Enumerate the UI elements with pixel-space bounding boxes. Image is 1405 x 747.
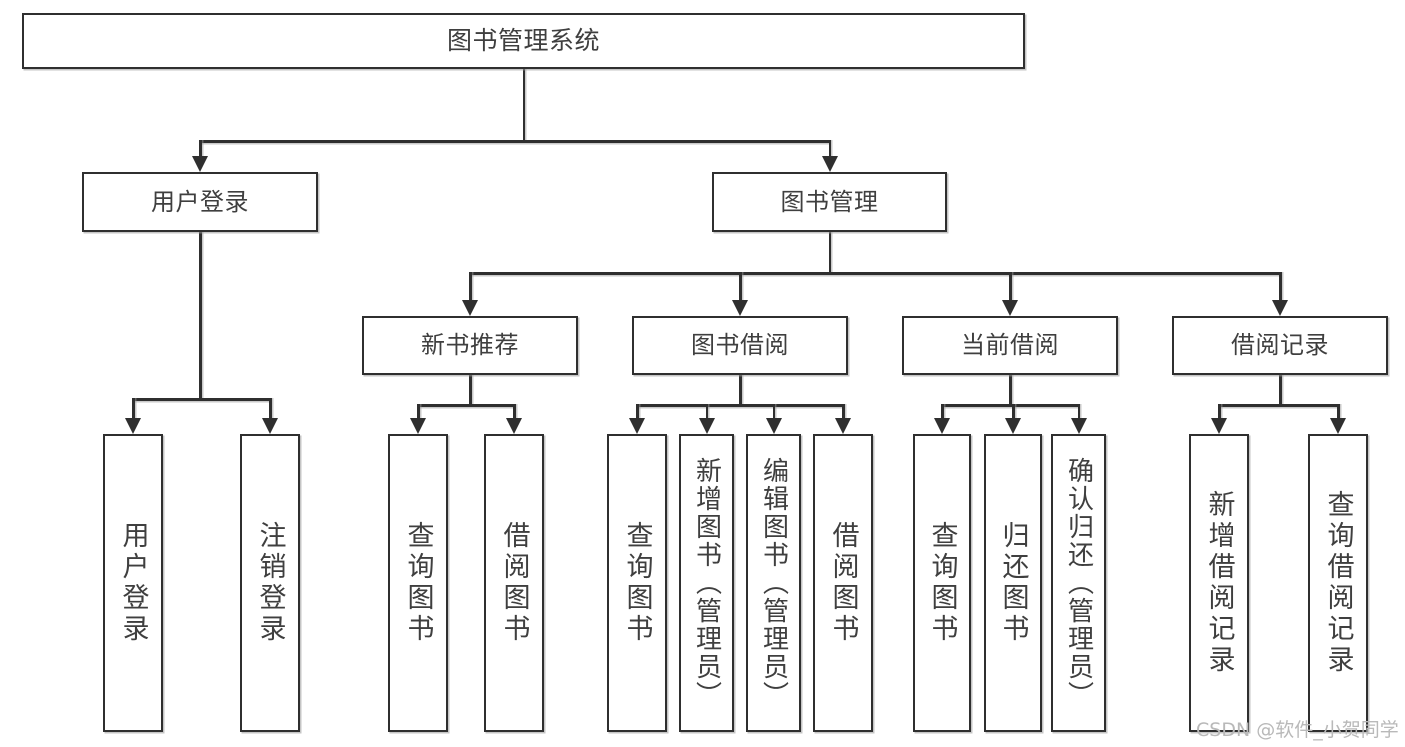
node-leaf-用户登录-0: 用户登录: [103, 434, 163, 732]
arrow-to-新书推荐: [462, 300, 478, 316]
arrow-to-查询图书-4: [629, 418, 645, 434]
connector-leaf-drop-0-1: [269, 398, 272, 418]
connector-leaf-drop-3-0: [941, 404, 944, 418]
connector-group-bus-1: [418, 404, 514, 407]
node-label: 查询借阅记录: [1322, 490, 1354, 676]
arrow-to-当前借阅: [1002, 300, 1018, 316]
arrow-to-查询图书-8: [934, 418, 950, 434]
node-level3-当前借阅-2: 当前借阅: [902, 316, 1118, 375]
arrow-to-编辑图书管理员-6: [765, 418, 782, 434]
node-level2-用户登录-0: 用户登录: [82, 172, 318, 232]
arrow-to-图书管理: [821, 156, 838, 172]
connector-group-bus-4: [1219, 404, 1338, 407]
node-level3-图书借阅-1: 图书借阅: [632, 316, 848, 375]
connector-mgmt-drop-0: [469, 272, 472, 300]
arrow-to-借阅记录: [1272, 300, 1288, 316]
arrow-to-借阅图书-7: [835, 418, 851, 434]
connector-leaf-drop-0-0: [132, 398, 135, 418]
node-label: 图书借阅: [691, 331, 789, 360]
node-label: 借阅图书: [827, 521, 859, 645]
connector-group-bus-3: [942, 404, 1079, 407]
node-label: 图书管理系统: [446, 26, 600, 55]
connector-root-stem: [522, 69, 525, 140]
arrow-to-新增借阅记录-11: [1211, 418, 1227, 434]
node-label: 查询图书: [402, 521, 434, 645]
connector-mgmt-bus: [470, 272, 1280, 275]
node-label: 新增图书（管理员）: [691, 457, 722, 709]
node-label: 确认归还（管理员）: [1063, 457, 1094, 709]
node-level2-图书管理-1: 图书管理: [712, 172, 947, 232]
node-label: 新增借阅记录: [1203, 490, 1235, 676]
connector-group-stem-3: [1009, 375, 1012, 404]
node-leaf-编辑图书管理员-6: 编辑图书（管理员）: [746, 434, 801, 732]
node-root-图书管理系统-0: 图书管理系统: [22, 13, 1025, 69]
connector-leaf-drop-1-1: [513, 404, 516, 418]
arrow-to-确认归还管理员-10: [1070, 418, 1087, 434]
node-label: 借阅记录: [1231, 331, 1329, 360]
node-label: 用户登录: [151, 187, 249, 216]
node-leaf-新增图书管理员-5: 新增图书（管理员）: [679, 434, 734, 732]
connector-leaf-drop-3-2: [1077, 404, 1080, 418]
node-level3-借阅记录-3: 借阅记录: [1172, 316, 1388, 375]
node-label: 图书管理: [780, 187, 879, 216]
connector-leaf-drop-2-1: [705, 404, 708, 418]
arrow-to-查询图书-2: [410, 418, 426, 434]
connector-leaf-drop-2-2: [772, 404, 775, 418]
connector-leaf-drop-4-0: [1218, 404, 1221, 418]
arrow-to-新增图书管理员-5: [698, 418, 715, 434]
node-label: 编辑图书（管理员）: [758, 457, 789, 709]
connector-leaf-drop-2-0: [636, 404, 639, 418]
node-leaf-归还图书-9: 归还图书: [984, 434, 1042, 732]
connector-root-drop-1: [828, 140, 831, 156]
arrow-to-用户登录-0: [125, 418, 141, 434]
node-leaf-确认归还管理员-10: 确认归还（管理员）: [1051, 434, 1106, 732]
arrow-to-查询借阅记录-12: [1330, 418, 1346, 434]
connector-group-stem-4: [1279, 375, 1282, 404]
node-level3-新书推荐-0: 新书推荐: [362, 316, 578, 375]
node-label: 查询图书: [926, 521, 958, 645]
node-leaf-查询图书-2: 查询图书: [388, 434, 448, 732]
connector-group-stem-0: [199, 232, 202, 398]
node-leaf-注销登录-1: 注销登录: [240, 434, 300, 732]
connector-mgmt-drop-1: [739, 272, 742, 300]
node-leaf-借阅图书-7: 借阅图书: [813, 434, 873, 732]
connector-leaf-drop-4-1: [1337, 404, 1340, 418]
node-leaf-查询借阅记录-12: 查询借阅记录: [1308, 434, 1368, 732]
connector-group-bus-0: [133, 398, 270, 401]
connector-leaf-drop-1-0: [417, 404, 420, 418]
node-label: 归还图书: [997, 521, 1029, 645]
connector-leaf-drop-3-1: [1012, 404, 1015, 418]
node-label: 注销登录: [254, 521, 286, 645]
arrow-to-借阅图书-3: [506, 418, 522, 434]
arrow-to-注销登录-1: [262, 418, 278, 434]
connector-root-drop-0: [199, 140, 202, 156]
connector-group-bus-2: [637, 404, 843, 407]
node-label: 当前借阅: [961, 331, 1059, 360]
connector-mgmt-drop-3: [1279, 272, 1282, 300]
arrow-to-图书借阅: [732, 300, 748, 316]
arrow-to-归还图书-9: [1005, 418, 1021, 434]
connector-mgmt-drop-2: [1009, 272, 1012, 300]
node-leaf-借阅图书-3: 借阅图书: [484, 434, 544, 732]
connector-group-stem-1: [469, 375, 472, 404]
node-leaf-查询图书-4: 查询图书: [607, 434, 667, 732]
connector-root-bus: [200, 140, 830, 143]
node-label: 借阅图书: [498, 521, 530, 645]
node-leaf-新增借阅记录-11: 新增借阅记录: [1189, 434, 1249, 732]
node-label: 查询图书: [621, 521, 653, 645]
node-label: 新书推荐: [421, 331, 519, 360]
arrow-to-用户登录: [192, 156, 208, 172]
connector-leaf-drop-2-3: [842, 404, 845, 418]
connector-mgmt-stem: [828, 232, 831, 272]
connector-group-stem-2: [739, 375, 742, 404]
node-leaf-查询图书-8: 查询图书: [913, 434, 971, 732]
csdn-watermark: CSDN @软件_小贺同学: [1196, 719, 1399, 741]
node-label: 用户登录: [117, 521, 149, 645]
